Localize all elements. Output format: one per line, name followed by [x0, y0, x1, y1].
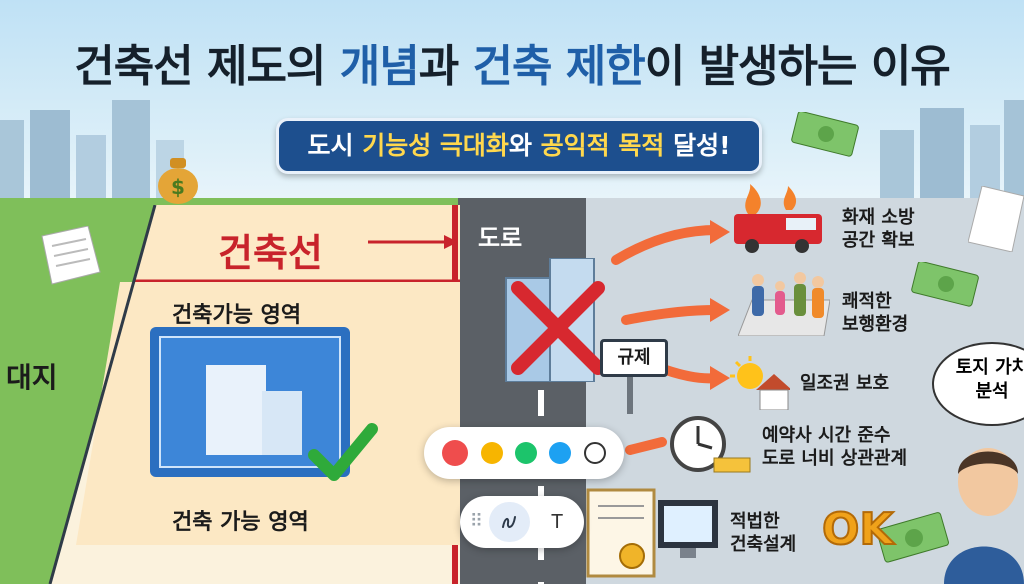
benefit-line: 공간 확보: [842, 230, 915, 251]
person-avatar: [944, 448, 1024, 584]
benefit-line: 화재 소방: [842, 207, 915, 228]
fire-truck-icon: [734, 184, 822, 253]
text-tool-button[interactable]: T: [551, 511, 564, 533]
color-swatch-white[interactable]: [583, 442, 606, 464]
clock-ruler-icon: [670, 416, 751, 473]
benefit-line: 예약사 시간 준수: [762, 425, 891, 446]
color-swatch-yellow[interactable]: [480, 442, 503, 464]
site-label: 대지: [6, 361, 58, 394]
regulation-sign: 규제: [600, 339, 668, 377]
pen-tool-button[interactable]: [488, 502, 531, 542]
subtitle-part: 도시: [307, 131, 363, 160]
site-plot-diagram: [48, 205, 460, 584]
benefit-line: 쾌적한: [842, 291, 892, 312]
road-label: 도로: [478, 224, 523, 252]
money-bills-icon: [791, 112, 859, 157]
buildable-area-label-top: 건축가능 영역: [172, 303, 302, 328]
title-highlight: 개념: [339, 41, 420, 92]
bubble-line: 토지 가치: [955, 357, 1024, 378]
money-bag-icon: $: [158, 158, 198, 204]
benefit-line: 적법한: [730, 511, 780, 532]
benefit-sunlight-right: 일조권 보호: [800, 372, 889, 395]
document-icon: [968, 186, 1024, 252]
subtitle-banner: 도시 기능성 극대화와 공익적 목적 달성!: [276, 118, 762, 174]
subtitle-part: 와: [508, 131, 541, 160]
sign-post: [627, 372, 633, 414]
building-line-label: 건축선: [218, 231, 323, 275]
svg-text:$: $: [171, 175, 185, 199]
page-title: 건축선 제도의 개념과 건축 제한이 발생하는 이유: [0, 30, 1024, 94]
color-swatch-blue[interactable]: [549, 442, 572, 464]
color-palette: [424, 427, 624, 479]
pedestrians-icon: [738, 272, 830, 336]
building-line-arrow: [368, 235, 458, 249]
money-bills-icon: [876, 512, 949, 563]
buildable-area-label-bottom: 건축 가능 영역: [172, 510, 309, 535]
benefit-line: 도로 너비 상관관계: [762, 448, 908, 469]
pen-icon: [501, 516, 516, 528]
subtitle-part: 달성!: [664, 131, 731, 160]
color-swatch-green[interactable]: [514, 442, 537, 464]
ok-label: OK: [821, 503, 894, 556]
document-icon: [41, 226, 101, 285]
certificate-monitor-icon: [586, 488, 718, 578]
subtitle-highlight: 공익적 목적: [540, 131, 665, 160]
road-lane-marking: [538, 390, 544, 584]
title-highlight: 건축 제한: [472, 41, 646, 92]
color-swatch-red[interactable]: [442, 440, 469, 466]
title-part: 건축선 제도의: [74, 41, 340, 92]
benefit-line: 보행환경: [842, 314, 909, 335]
blocked-building-icon: [505, 258, 605, 382]
money-bills-icon: [911, 262, 979, 307]
sun-house-icon: [730, 356, 790, 410]
title-part: 이 발생하는 이유: [644, 41, 951, 92]
benefit-line: 건축설계: [730, 534, 797, 555]
bubble-line: 분석: [975, 381, 1009, 402]
drag-handle-icon[interactable]: ⠿: [469, 511, 484, 532]
benefit-line: 일조권 보호: [800, 373, 890, 394]
benefit-arrows: [611, 220, 730, 455]
drawing-toolbar: ⠿ T: [460, 496, 584, 548]
subtitle-highlight: 기능성 극대화: [362, 131, 509, 160]
title-part: 과: [418, 41, 473, 92]
